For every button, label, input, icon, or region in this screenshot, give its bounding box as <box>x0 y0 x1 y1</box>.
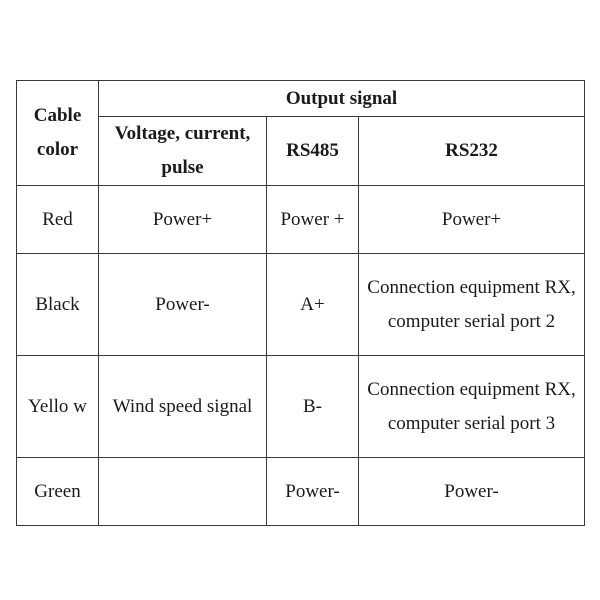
header-output-signal: Output signal <box>97 80 586 117</box>
cell-cable-color: Yello w <box>16 355 99 458</box>
cell-voltage-current-pulse: Wind speed signal <box>98 355 267 458</box>
cell-voltage-current-pulse: Power+ <box>98 185 267 254</box>
header-row-1: Cable color Output signal <box>16 80 586 186</box>
table-row: Green Power- Power- <box>16 457 586 526</box>
cell-rs232: Power- <box>357 457 586 526</box>
cell-rs485: Power- <box>266 457 359 526</box>
header-rs485: RS485 <box>266 116 359 186</box>
table-row: Black Power- A+ Connection equipment RX,… <box>16 253 586 356</box>
cell-cable-color: Green <box>16 457 99 526</box>
header-cable-color: Cable color <box>16 80 99 186</box>
header-rs232: RS232 <box>357 116 586 186</box>
cell-cable-color: Red <box>16 185 99 254</box>
cell-rs485: A+ <box>266 253 359 356</box>
table-row: Yello w Wind speed signal B- Connection … <box>16 355 586 458</box>
cell-rs232: Connection equipment RX, computer serial… <box>357 253 586 356</box>
cell-rs485: Power + <box>266 185 359 254</box>
table-row: Red Power+ Power + Power+ <box>16 185 586 254</box>
wiring-table: Cable color Output signal Voltage, curre… <box>16 80 586 526</box>
cell-cable-color: Black <box>16 253 99 356</box>
cell-rs485: B- <box>266 355 359 458</box>
cell-voltage-current-pulse <box>98 457 267 526</box>
cell-voltage-current-pulse: Power- <box>98 253 267 356</box>
header-voltage-current-pulse: Voltage, current, pulse <box>98 116 267 186</box>
cell-rs232: Power+ <box>357 185 586 254</box>
cell-rs232: Connection equipment RX, computer serial… <box>357 355 586 458</box>
header-row-2: Voltage, current, pulse RS485 RS232 <box>17 116 586 186</box>
